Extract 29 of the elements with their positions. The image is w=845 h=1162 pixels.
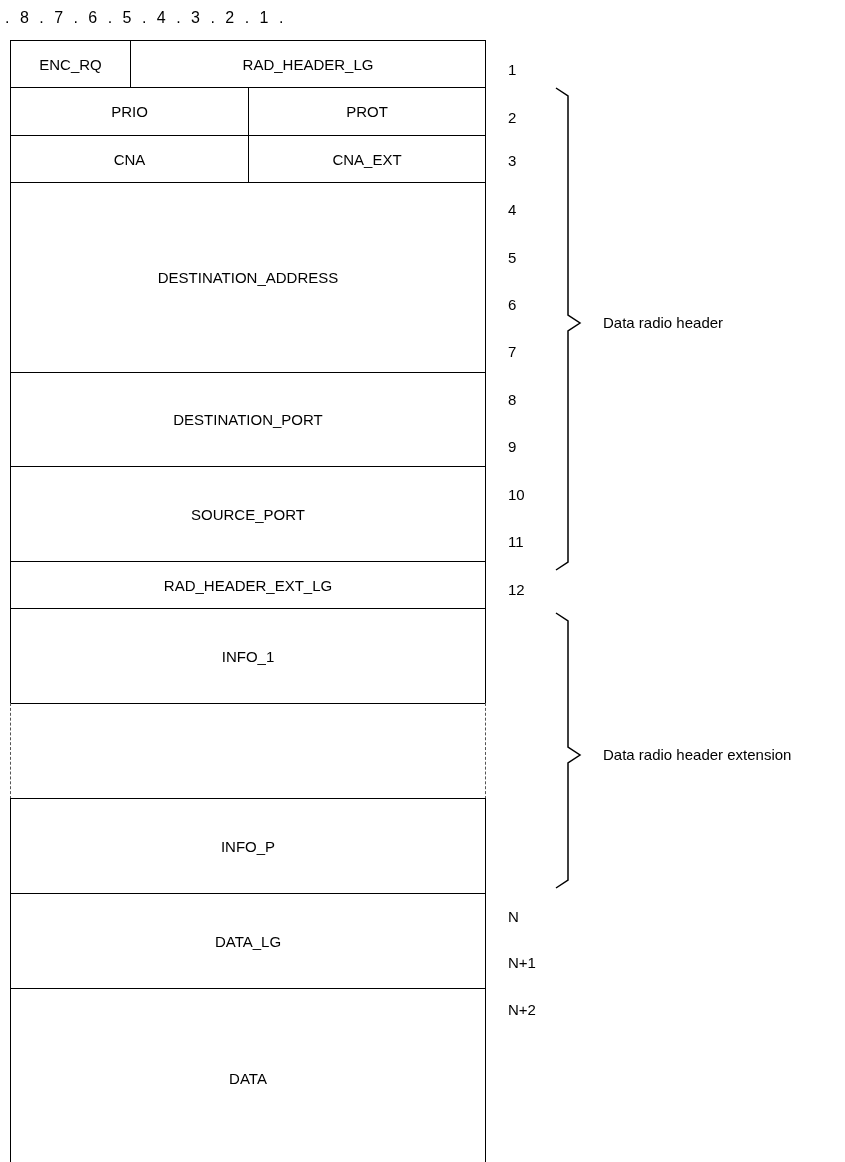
octet-number: N+1 xyxy=(508,954,536,972)
field-cell: DATA_LG xyxy=(10,893,486,989)
octet-number: 6 xyxy=(508,296,517,314)
field-cell: RAD_HEADER_LG xyxy=(130,40,486,88)
octet-number: 12 xyxy=(508,581,525,599)
bracket-label: Data radio header xyxy=(603,314,724,332)
octet-number: 9 xyxy=(508,438,517,456)
octet-number: 10 xyxy=(508,486,525,504)
octet-number: 7 xyxy=(508,343,517,361)
field-cell: DATA xyxy=(10,988,486,1162)
octet-number: 8 xyxy=(508,391,517,409)
field-cell: INFO_1 xyxy=(10,608,486,704)
octet-number: 4 xyxy=(508,201,517,219)
octet-number: N xyxy=(508,908,519,926)
field-cell: RAD_HEADER_EXT_LG xyxy=(10,561,486,609)
octet-number: 2 xyxy=(508,109,517,127)
bracket-label: Data radio header extension xyxy=(603,746,792,764)
field-cell: INFO_P xyxy=(10,798,486,894)
field-cell: DESTINATION_PORT xyxy=(10,372,486,467)
field-cell: ENC_RQ xyxy=(10,40,131,88)
bit-number-row: . 8 . 7 . 6 . 5 . 4 . 3 . 2 . 1 . xyxy=(5,9,284,27)
field-cell: SOURCE_PORT xyxy=(10,466,486,562)
octet-number: 5 xyxy=(508,249,517,267)
field-cell: DESTINATION_ADDRESS xyxy=(10,182,486,373)
octet-number: 11 xyxy=(508,533,524,551)
dashed-gap-box xyxy=(10,703,486,799)
octet-number: 1 xyxy=(508,61,517,79)
octet-number: N+2 xyxy=(508,1001,536,1019)
octet-number: 3 xyxy=(508,152,517,170)
